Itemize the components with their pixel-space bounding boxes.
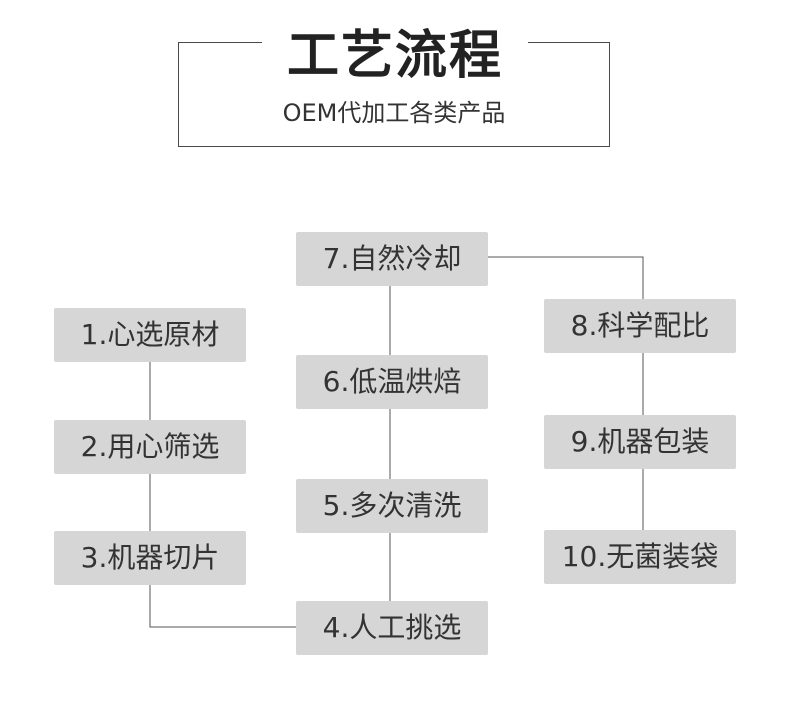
page-subtitle: OEM代加工各类产品 xyxy=(282,99,506,127)
step-2-box: 2.用心筛选 xyxy=(54,420,246,474)
step-3-box: 3.机器切片 xyxy=(54,531,246,585)
step-5-box: 5.多次清洗 xyxy=(296,479,488,533)
connector-7-8 xyxy=(488,256,644,299)
step-8-box: 8.科学配比 xyxy=(544,299,736,353)
step-1-box: 1.心选原材 xyxy=(54,308,246,362)
step-7-box: 7.自然冷却 xyxy=(296,232,488,286)
step-9-box: 9.机器包装 xyxy=(544,415,736,469)
page-title: 工艺流程 xyxy=(262,26,528,86)
step-4-box: 4.人工挑选 xyxy=(296,601,488,655)
step-6-box: 6.低温烘焙 xyxy=(296,355,488,409)
step-10-box: 10.无菌装袋 xyxy=(544,530,736,584)
connector-3-4 xyxy=(149,585,296,628)
